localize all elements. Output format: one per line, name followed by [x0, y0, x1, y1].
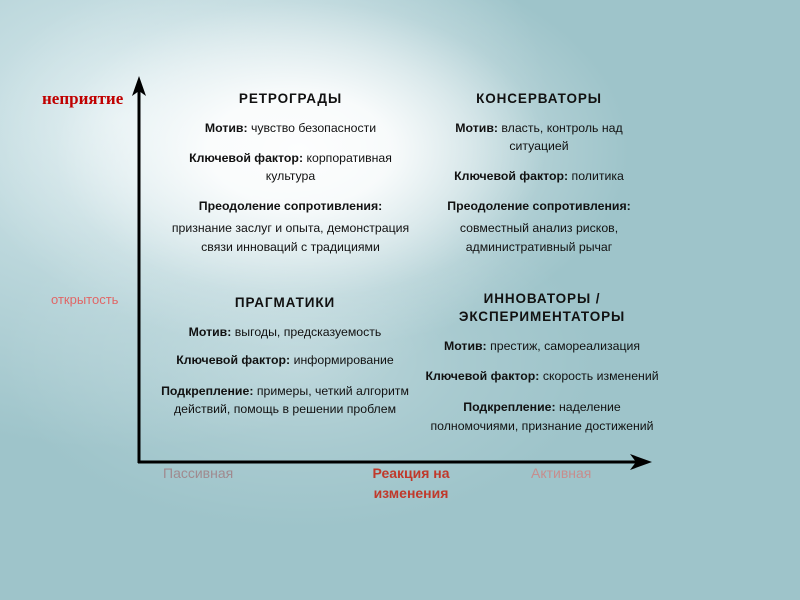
quadrant-title: КОНСЕРВАТОРЫ: [476, 91, 602, 106]
quadrant-conservatives: КОНСЕРВАТОРЫ Мотив: власть, контроль над…: [424, 90, 654, 256]
axis-label-reaction-to-change: Реакция на изменения: [372, 465, 450, 501]
row-value: корпоративная культура: [265, 150, 392, 183]
row-label: Ключевой фактор:: [425, 369, 540, 384]
row-label: Мотив:: [188, 325, 232, 340]
axis-label-active: Активная: [531, 465, 592, 481]
row-value: политика: [571, 168, 624, 183]
quadrant-title: ИННОВАТОРЫ / ЭКСПЕРИМЕНТАТОРЫ: [458, 291, 626, 325]
quadrant-row-key-factor: Ключевой фактор: скорость изменений: [424, 368, 660, 386]
block-heading: Подкрепление:: [463, 399, 556, 414]
row-label: Ключевой фактор:: [189, 150, 304, 165]
quadrant-row-motive: Мотив: власть, контроль над ситуацией: [424, 120, 654, 155]
quadrant-title: ПРАГМАТИКИ: [234, 295, 336, 310]
vertical-axis-arrowhead: [132, 76, 146, 96]
quadrant-block-reinforcement: Подкрепление: примеры, четкий алгоритм д…: [154, 382, 416, 419]
row-value: власть, контроль над ситуацией: [501, 121, 623, 153]
row-label: Ключевой фактор:: [454, 168, 569, 183]
row-value: выгоды, предсказуемость: [234, 325, 382, 340]
block-text: примеры, четкий алгоритм действий, помощ…: [173, 383, 409, 417]
quadrant-row-key-factor: Ключевой фактор: информирование: [154, 352, 416, 370]
quadrant-row-motive: Мотив: выгоды, предсказуемость: [154, 324, 416, 342]
quadrant-block-reinforcement: Подкрепление: наделение полномочиями, пр…: [424, 398, 660, 435]
quadrant-row-motive: Мотив: престиж, самореализация: [424, 338, 660, 356]
row-value: чувство безопасности: [250, 121, 377, 136]
quadrant-title: РЕТРОГРАДЫ: [238, 91, 343, 106]
axis-label-openness: открытость: [51, 292, 119, 307]
quadrant-block-overcoming: Преодоление сопротивления: признание зас…: [168, 197, 413, 256]
axis-label-rejection: неприятие: [42, 89, 124, 108]
block-text: признание заслуг и опыта, демонстрация с…: [171, 221, 410, 254]
row-value: престиж, самореализация: [490, 339, 641, 354]
block-text: совместный анализ рисков, административн…: [459, 221, 619, 254]
quadrant-innovators: ИННОВАТОРЫ / ЭКСПЕРИМЕНТАТОРЫ Мотив: пре…: [424, 290, 660, 435]
quadrant-pragmatists: ПРАГМАТИКИ Мотив: выгоды, предсказуемост…: [154, 294, 416, 419]
quadrant-row-key-factor: Ключевой фактор: корпоративная культура: [168, 150, 413, 185]
block-heading: Преодоление сопротивления:: [447, 199, 631, 214]
row-value: скорость изменений: [542, 369, 659, 384]
horizontal-axis-arrowhead: [630, 454, 652, 470]
block-heading: Преодоление сопротивления:: [198, 199, 383, 214]
quadrant-retrogrades: РЕТРОГРАДЫ Мотив: чувство безопасности К…: [168, 90, 413, 256]
quadrant-row-motive: Мотив: чувство безопасности: [168, 120, 413, 138]
row-label: Мотив:: [455, 121, 498, 136]
row-label: Ключевой фактор:: [176, 352, 291, 367]
row-label: Мотив:: [204, 121, 248, 136]
quadrant-block-overcoming: Преодоление сопротивления: совместный ан…: [424, 197, 654, 256]
block-text: наделение полномочиями, признание достиж…: [430, 399, 654, 433]
row-value: информирование: [293, 352, 394, 367]
quadrant-row-key-factor: Ключевой фактор: политика: [424, 168, 654, 186]
block-heading: Подкрепление:: [161, 383, 254, 398]
axis-label-passive: Пассивная: [163, 465, 234, 481]
row-label: Мотив:: [443, 339, 487, 354]
